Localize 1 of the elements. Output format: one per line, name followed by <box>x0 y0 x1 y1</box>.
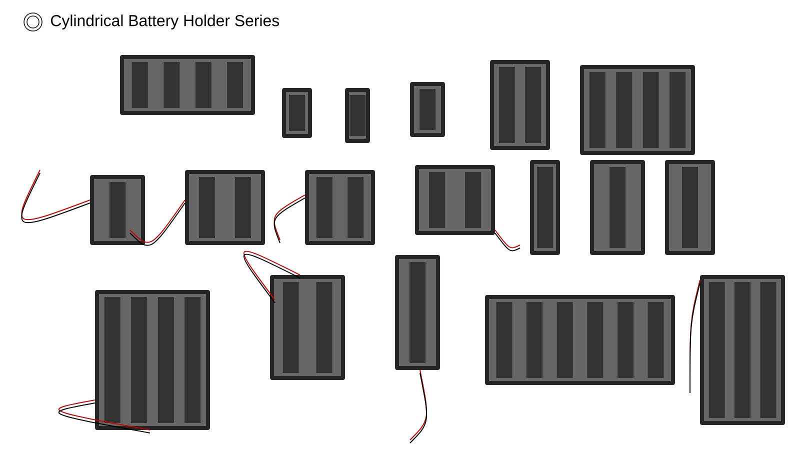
title: Cylindrical Battery Holder Series <box>51 14 280 30</box>
